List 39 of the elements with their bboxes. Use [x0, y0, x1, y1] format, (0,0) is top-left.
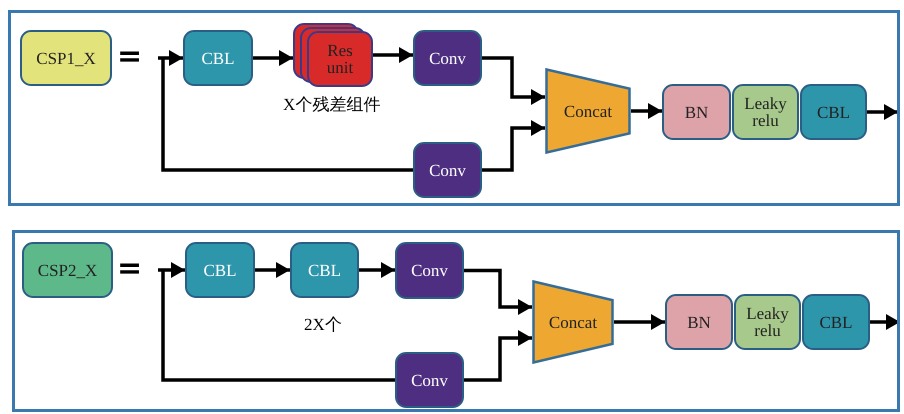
process-box: BN [665, 294, 733, 350]
arrow [253, 50, 293, 66]
process-box: BN [662, 84, 731, 140]
node-label: 2X个 [304, 316, 342, 333]
concat-trapezoid: Concat [532, 280, 614, 364]
arrow [482, 120, 545, 172]
equals-sign: = [117, 42, 142, 72]
arrow [359, 262, 395, 278]
process-box: Leaky relu [734, 294, 801, 350]
process-box: Conv [413, 30, 482, 86]
concat-trapezoid: Concat [545, 68, 631, 154]
process-box: CBL [800, 84, 867, 140]
panel [12, 230, 900, 412]
process-box: Conv [395, 352, 464, 408]
process-box: Leaky relu [732, 84, 799, 140]
connector-line [161, 58, 413, 172]
connector-line [161, 270, 395, 382]
process-box: Conv [395, 242, 464, 299]
arrow [158, 50, 183, 66]
arrow [464, 268, 532, 315]
arrow [482, 56, 545, 105]
arrow [158, 262, 185, 278]
arrow [867, 104, 898, 120]
panel [8, 10, 900, 206]
arrow [373, 47, 413, 63]
arrow [631, 103, 662, 119]
process-box: CBL [290, 242, 359, 298]
arrow [870, 314, 900, 330]
arrow [614, 314, 665, 330]
process-box: CSP2_X [22, 242, 113, 298]
process-box: Conv [413, 142, 482, 198]
process-box: CSP1_X [20, 30, 112, 86]
process-box: CBL [802, 294, 870, 350]
process-box: CBL [185, 242, 255, 298]
equals-sign: = [117, 254, 142, 284]
arrow [464, 330, 532, 382]
process-box: CBL [183, 30, 253, 86]
arrow [255, 262, 290, 278]
node-label: X个残差组件 [283, 96, 380, 113]
